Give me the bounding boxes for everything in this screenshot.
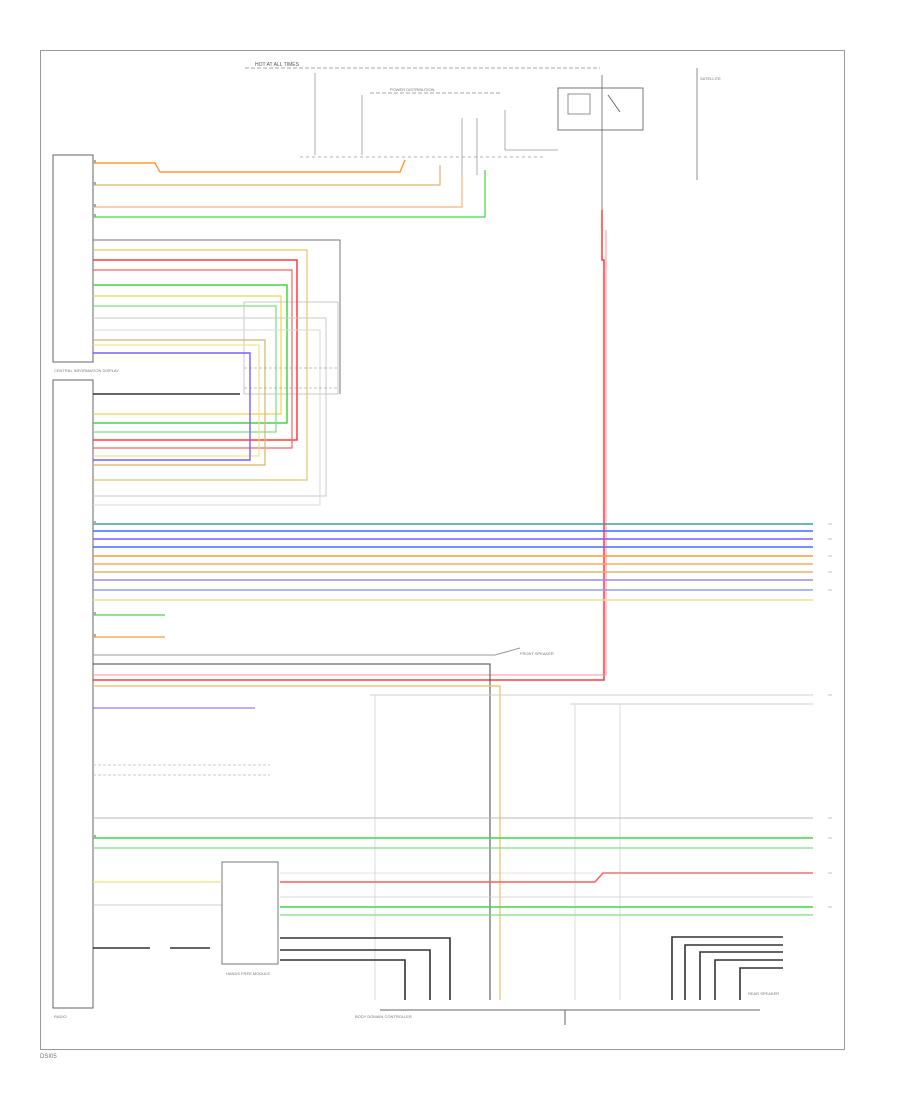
- wire-gray-loop: [93, 239, 341, 394]
- label-hands-free: HANDS FREE MODULE: [226, 971, 270, 976]
- wire-yellow-loop-2: [93, 344, 260, 457]
- wire-black-gnd-1: [280, 937, 451, 1000]
- wire-yellow-loop: [93, 295, 282, 415]
- label-radio: RADIO: [54, 1014, 67, 1019]
- wire-red-feed: [93, 210, 605, 681]
- wire-gray-mid: [93, 647, 521, 656]
- radio-connector-block: [52, 379, 94, 1009]
- wire-orange-2: [93, 175, 463, 208]
- label-rear-speaker: REAR SPEAKER: [748, 991, 779, 996]
- diagram-ref-code: DSI05: [40, 1054, 57, 1060]
- wire-green-loop-1: [93, 284, 288, 424]
- label-junction: BODY DOMAIN CONTROLLER: [355, 1014, 412, 1019]
- hands-free-module-box: [221, 861, 279, 965]
- label-power-distribution: POWER DISTRIBUTION: [390, 87, 435, 92]
- relay-box-inner: [567, 93, 591, 115]
- wire-black-gnd-2: [280, 949, 431, 1000]
- wire-tan-loop-2: [93, 339, 266, 466]
- wire-black-mid: [93, 663, 491, 1000]
- wire-black-rs-3: [699, 951, 783, 1000]
- wire-green-loop-2: [93, 305, 277, 433]
- relay-switch: [607, 94, 621, 113]
- wire-gray-loop-3: [93, 329, 321, 506]
- wire-black-gnd-3: [280, 959, 406, 1000]
- wire-pink-feed: [93, 230, 607, 676]
- label-satellite: SATELLITE: [700, 76, 721, 81]
- wire-tan-mid: [93, 685, 501, 1000]
- label-front-speaker: FRONT SPEAKER: [520, 651, 554, 656]
- wire-red-loop-1: [93, 259, 298, 441]
- wire-orange-1: [93, 159, 406, 173]
- wire-green-1: [93, 170, 486, 218]
- wire-black-rs-1: [671, 936, 783, 1000]
- central-info-connector-block: [52, 154, 94, 363]
- pin-markers: [93, 160, 96, 838]
- wire-violet-loop: [93, 352, 251, 461]
- wire-red-loop-2: [93, 269, 293, 449]
- label-central-info: CENTRAL INFORMATION DISPLAY: [54, 368, 119, 373]
- wire-gray-loop-2: [93, 317, 327, 497]
- wire-tan-loop: [93, 249, 308, 481]
- terminal-ticks-right: [828, 523, 832, 908]
- wire-black-rs-4: [714, 959, 783, 1000]
- relay-box: [557, 87, 644, 131]
- wire-black-rs-2: [684, 944, 783, 1000]
- wire-red-low: [280, 872, 813, 883]
- diagram-frame: [40, 50, 845, 1050]
- wire-tan-1: [93, 165, 441, 186]
- label-top: HOT AT ALL TIMES: [255, 62, 300, 68]
- connector-block-right: [243, 301, 339, 395]
- wire-black-rs-5: [739, 967, 783, 1000]
